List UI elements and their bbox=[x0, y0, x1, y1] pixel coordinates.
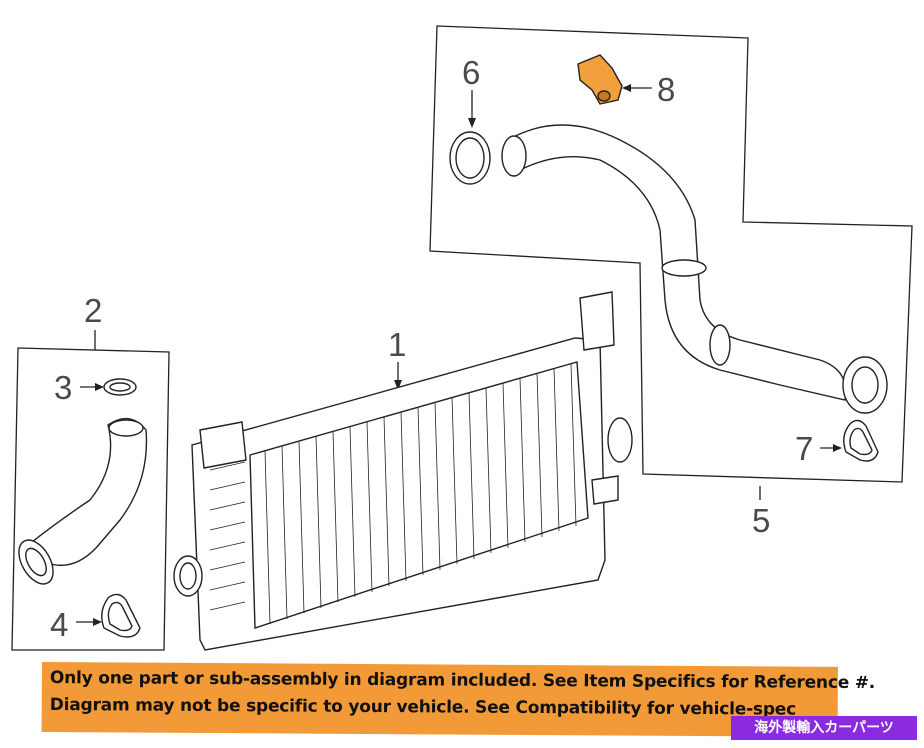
pipe-part-5 bbox=[501, 124, 888, 414]
hose-part-2 bbox=[18, 417, 148, 585]
callout-5: 5 bbox=[752, 502, 770, 539]
callout-8: 8 bbox=[657, 71, 675, 108]
disclaimer-line-1: Only one part or sub-assembly in diagram… bbox=[49, 668, 876, 694]
group-box-upper-right bbox=[429, 25, 913, 483]
callout-7: 7 bbox=[795, 430, 813, 467]
shop-watermark-badge: 海外製輸入カーパーツ bbox=[731, 716, 917, 740]
callout-1: 1 bbox=[388, 326, 406, 363]
group-box-left bbox=[11, 347, 170, 651]
seal-part-4 bbox=[101, 593, 141, 638]
disclaimer-banner: Only one part or sub-assembly in diagram… bbox=[41, 662, 875, 737]
intercooler-part-1 bbox=[173, 291, 633, 651]
clamp-part-6 bbox=[449, 131, 491, 185]
callout-4: 4 bbox=[50, 606, 68, 643]
seal-part-7 bbox=[843, 419, 879, 462]
disclaimer-line-2: Diagram may not be specific to your vehi… bbox=[49, 695, 797, 720]
arrowheads bbox=[93, 84, 842, 626]
callout-2: 2 bbox=[84, 292, 102, 329]
callout-3: 3 bbox=[54, 369, 72, 406]
clamp-part-3 bbox=[103, 378, 137, 396]
sensor-part-8-highlighted bbox=[577, 54, 623, 105]
callout-6: 6 bbox=[462, 54, 480, 91]
